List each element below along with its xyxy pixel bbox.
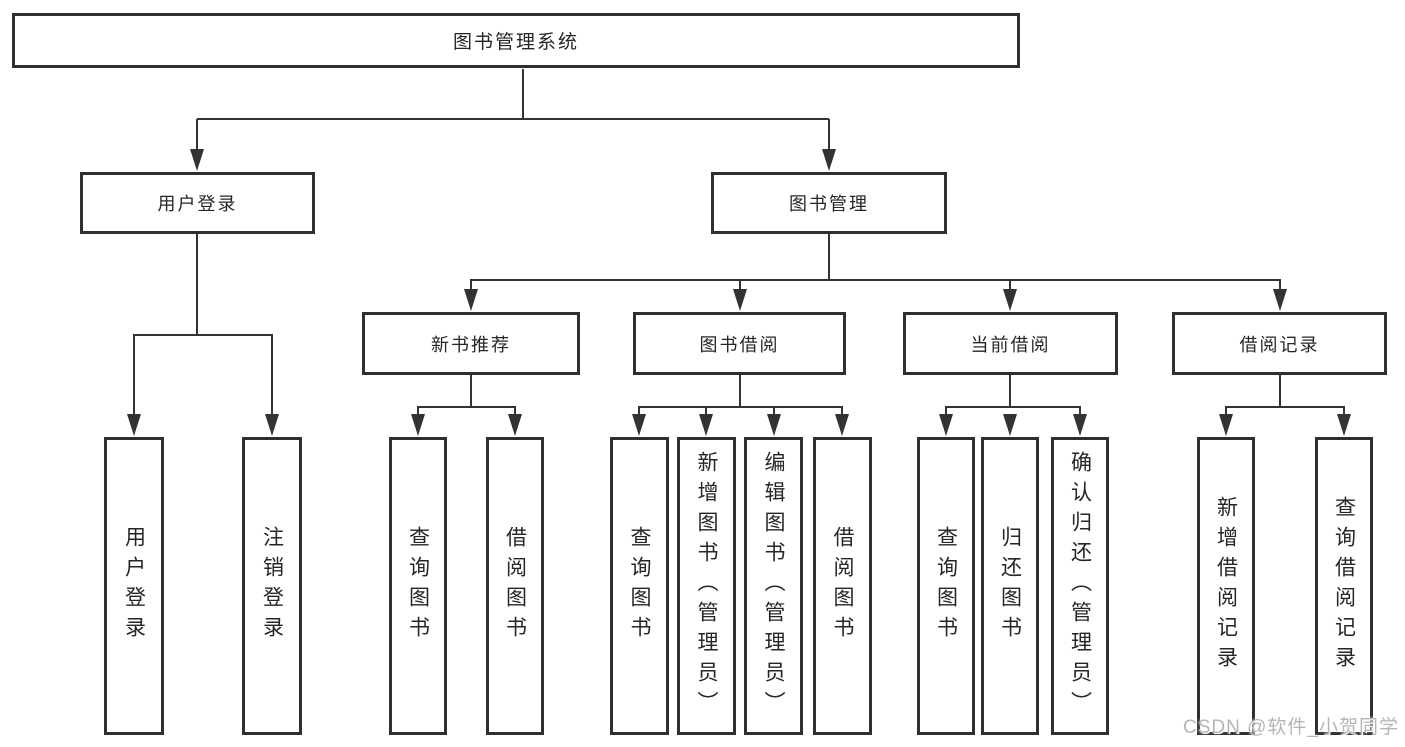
connector-root-lines [196,69,830,150]
leaf-return-books: 归还图书 [981,437,1039,735]
connector-book-borrowing-lines [638,375,843,415]
connector-user-login [127,234,279,436]
leaf-add-books-admin: 新增图书（管理员） [677,437,736,735]
arrow-down-icon [632,414,849,436]
csdn-watermark: CSDN @软件_小贺同学 [1183,717,1399,738]
leaf-user-login: 用户登录 [104,437,164,735]
connector-book-management [464,234,1287,311]
connector-user-login-lines [133,234,273,415]
node-book-management: 图书管理 [711,172,947,234]
connector-book-borrowing [632,375,849,436]
connector-current-borrowing [939,375,1087,436]
node-user-login: 用户登录 [80,172,315,234]
leaf-edit-books-admin: 编辑图书（管理员） [744,437,803,735]
leaf-borrow-books-recommendation: 借阅图书 [486,437,544,735]
connector-borrowing-records [1219,375,1351,436]
node-library-system: 图书管理系统 [12,13,1020,68]
leaf-query-books-recommendation: 查询图书 [389,437,447,735]
node-book-borrowing: 图书借阅 [633,312,846,375]
node-current-borrowing: 当前借阅 [903,312,1118,375]
leaf-query-books-borrowing: 查询图书 [610,437,669,735]
leaf-logout-login: 注销登录 [242,437,302,735]
leaf-borrow-books-borrowing: 借阅图书 [813,437,872,735]
node-borrowing-records: 借阅记录 [1172,312,1387,375]
leaf-add-borrow-record: 新增借阅记录 [1197,437,1255,735]
connector-book-management-lines [470,234,1281,290]
connector-current-borrowing-lines [945,375,1081,415]
connector-root [190,69,836,171]
arrow-down-icon [190,149,836,171]
leaf-query-books-current: 查询图书 [917,437,975,735]
leaf-confirm-return-admin: 确认归还（管理员） [1051,437,1109,735]
connector-borrowing-records-lines [1225,375,1345,415]
arrow-down-icon [1219,414,1351,436]
connector-new-book-recommendation-lines [417,375,516,415]
leaf-query-borrow-record: 查询借阅记录 [1315,437,1373,735]
arrow-down-icon [939,414,1087,436]
arrow-down-icon [411,414,522,436]
arrow-down-icon [127,414,279,436]
node-new-book-recommendation: 新书推荐 [362,312,580,375]
arrow-down-icon [464,289,1287,311]
connector-new-book-recommendation [411,375,522,436]
